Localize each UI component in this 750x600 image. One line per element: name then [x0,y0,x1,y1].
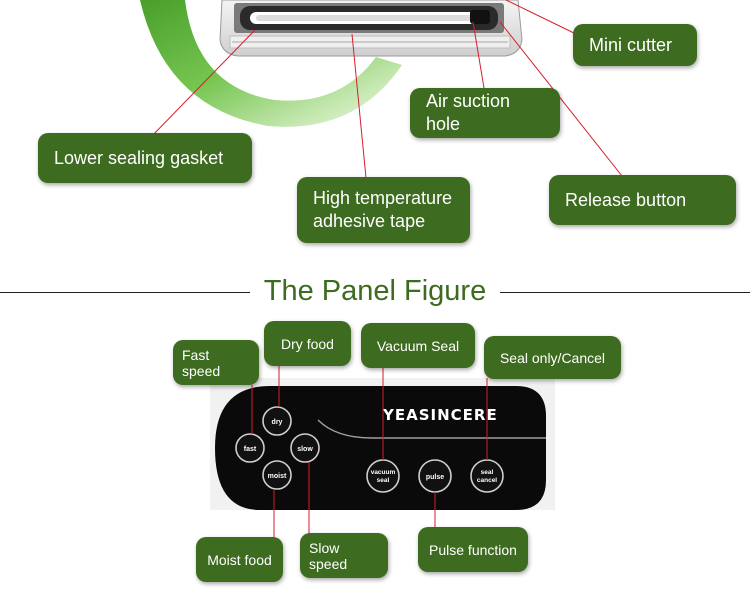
label-text: Air suction hole [426,91,511,134]
label-text: Dry food [281,335,334,352]
label-lower-sealing-gasket: Lower sealing gasket [38,133,252,183]
control-panel: YEASINCERE dry fast slow moist vacuum se… [210,366,555,538]
svg-text:pulse: pulse [426,474,444,481]
svg-text:seal: seal [481,469,494,476]
label-text-line2: adhesive tape [313,211,426,231]
section-title: The Panel Figure [0,271,750,311]
machine-illustration [140,0,623,179]
label-text-line1: High temperature [313,188,453,208]
label-text: Release button [565,189,687,210]
label-dry-food: Dry food [264,321,351,366]
label-slow-speed: Slow speed [300,533,388,578]
label-seal-only-cancel: Seal only/Cancel [484,336,621,379]
panel-brand: YEASINCERE [382,406,498,424]
label-text: Slow speed [309,539,348,572]
section-divider-right [500,292,750,293]
panel-curve-line [317,419,546,439]
vacuum-seal-button[interactable]: vacuum seal [366,459,400,493]
svg-text:vacuum: vacuum [371,469,396,476]
label-text: Moist food [207,551,272,568]
svg-text:cancel: cancel [477,477,497,484]
label-text: Mini cutter [589,34,673,55]
moist-button[interactable]: moist [262,460,292,490]
label-high-temperature-tape: High temperature adhesive tape [297,177,470,243]
label-text: Seal only/Cancel [499,349,606,366]
label-vacuum-seal: Vacuum Seal [361,323,475,368]
label-text: Vacuum Seal [376,337,460,354]
svg-text:fast: fast [244,446,257,453]
dry-button[interactable]: dry [262,406,292,436]
panel-body [215,386,546,510]
svg-text:moist: moist [268,473,287,480]
label-fast-speed: Fast speed [173,340,259,385]
label-pulse-function: Pulse function [418,527,528,572]
section-title-text: The Panel Figure [253,275,497,307]
label-release-button: Release button [549,175,736,225]
green-arc-ring [140,0,402,127]
svg-text:slow: slow [297,446,313,453]
fast-button[interactable]: fast [235,433,265,463]
label-mini-cutter: Mini cutter [573,24,697,66]
svg-text:dry: dry [272,419,283,426]
label-air-suction-hole: Air suction hole [410,88,560,138]
label-text: Fast speed [182,346,221,379]
label-text: Lower sealing gasket [54,147,224,168]
pulse-button[interactable]: pulse [418,459,452,493]
section-divider-left [0,292,250,293]
seal-cancel-button[interactable]: seal cancel [470,459,504,493]
label-moist-food: Moist food [196,537,283,582]
label-text: Pulse function [429,541,517,558]
slow-button[interactable]: slow [290,433,320,463]
svg-text:seal: seal [377,477,390,484]
vacuum-sealer-machine [219,0,523,57]
